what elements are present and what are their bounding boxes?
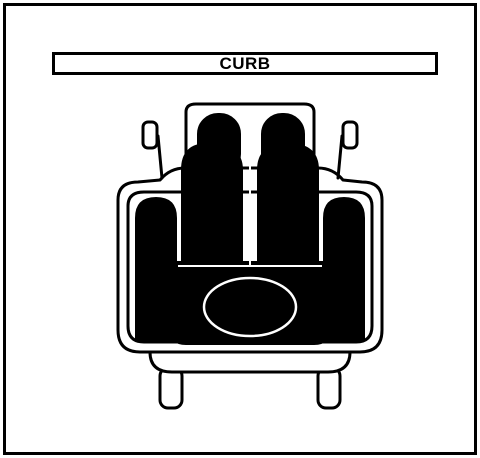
curb-label: CURB — [219, 54, 271, 73]
curb-label-bar: CURB — [52, 52, 438, 75]
